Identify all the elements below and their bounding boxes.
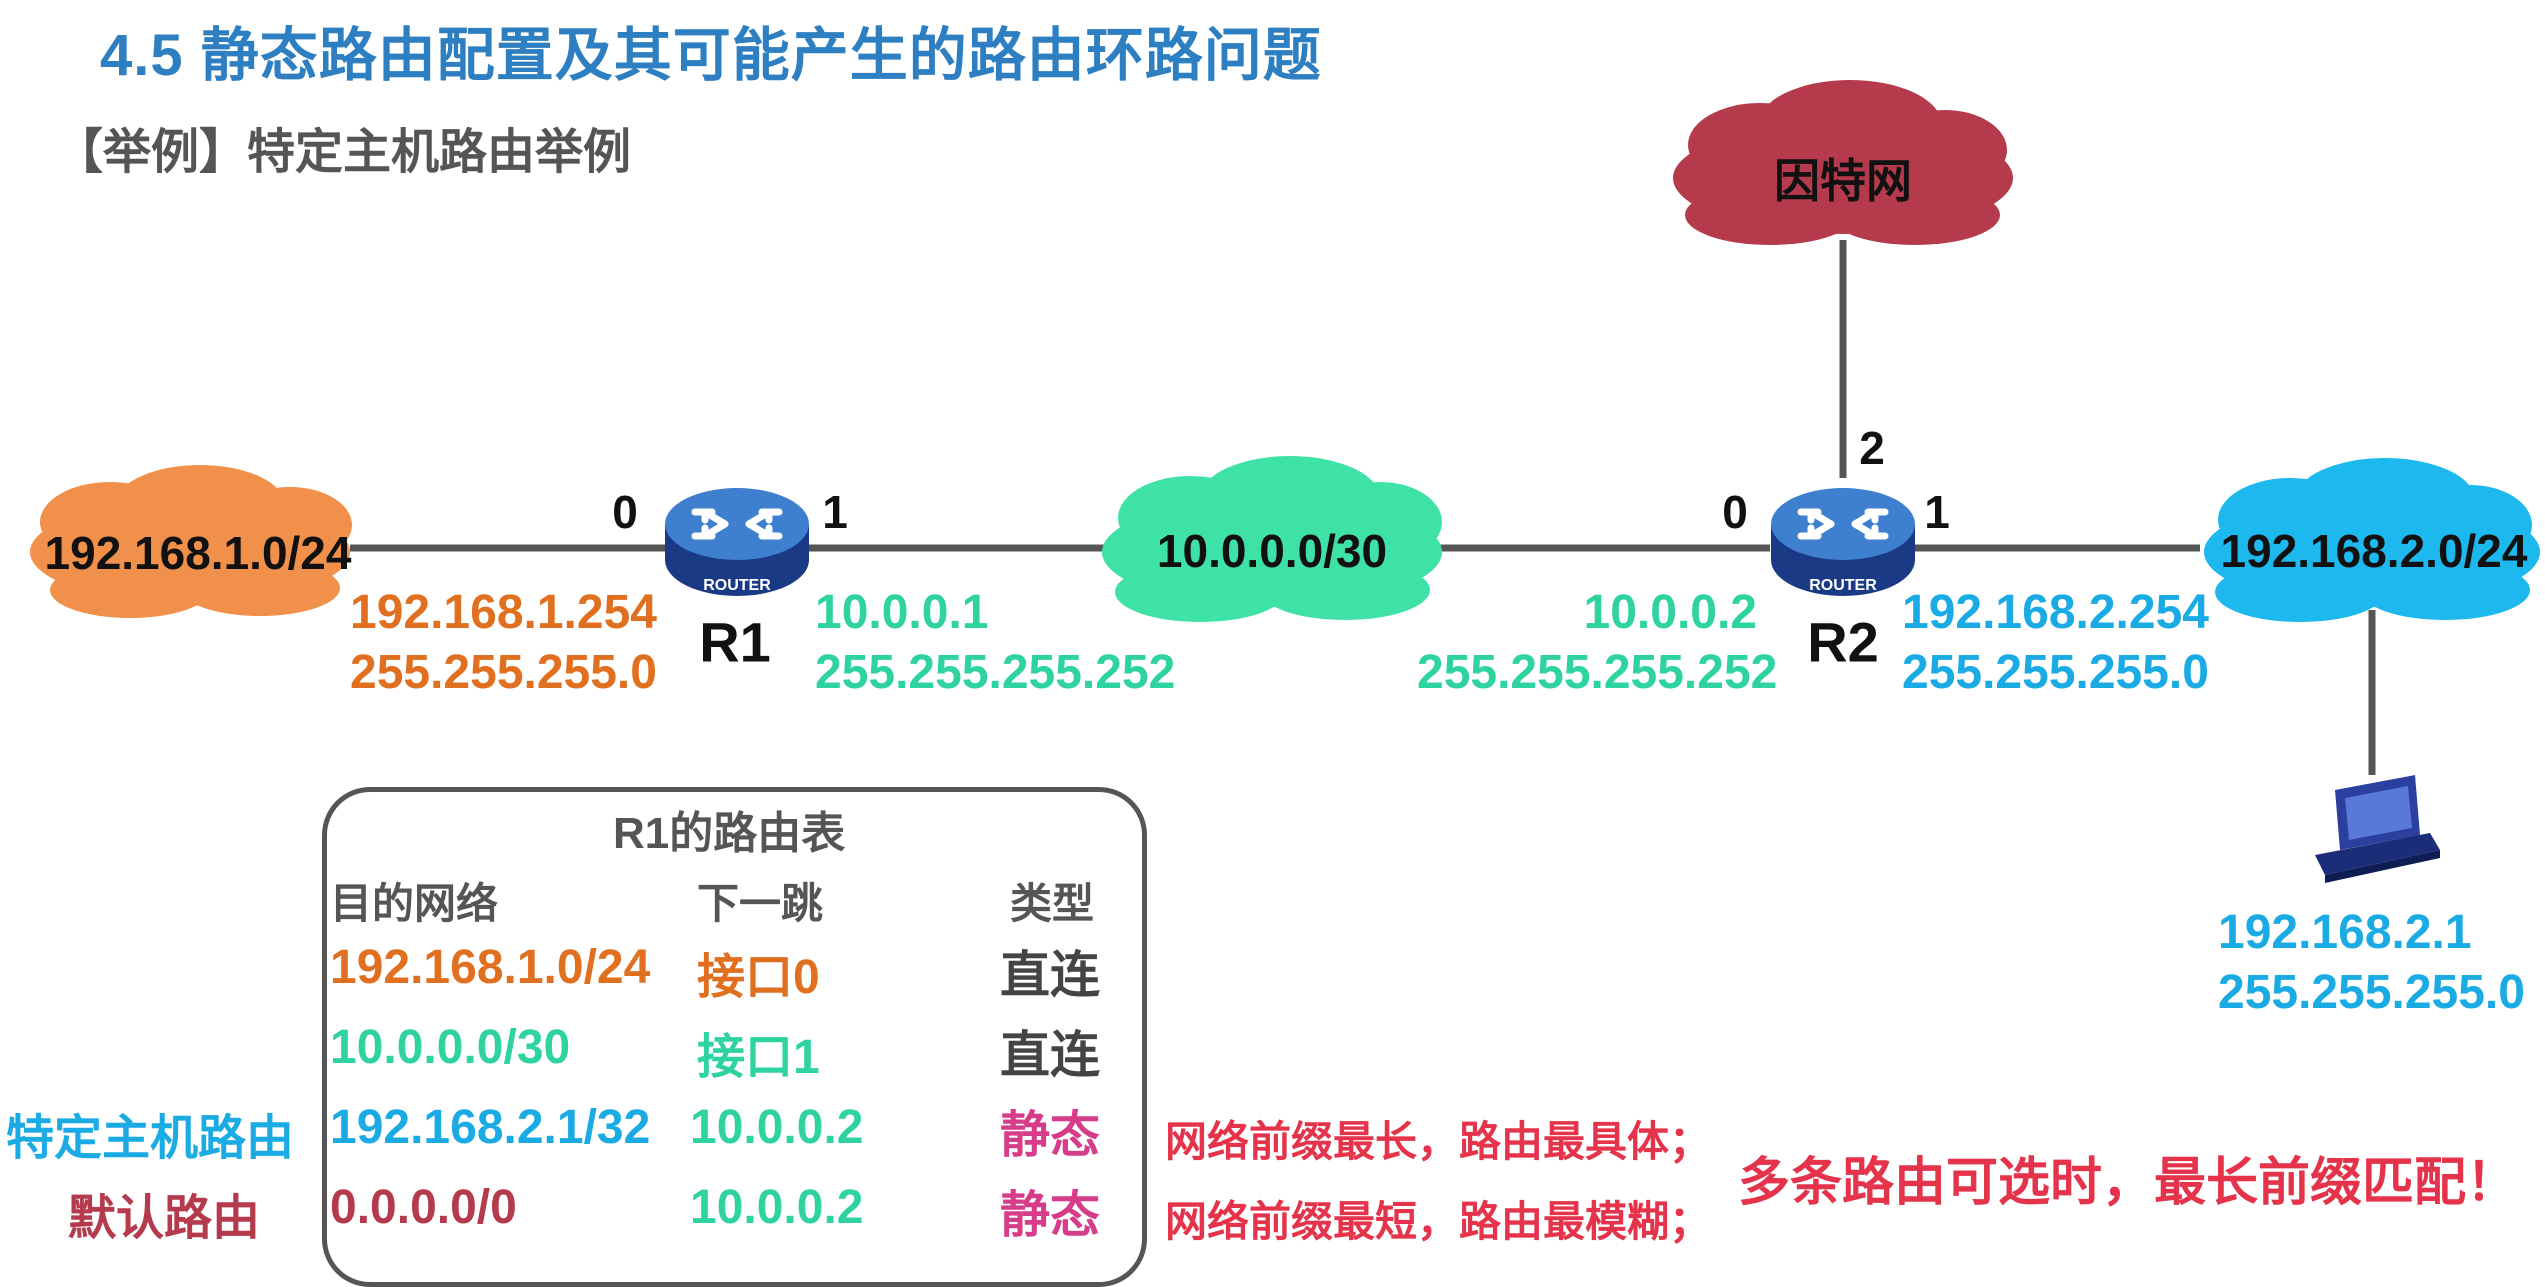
r2-port-2: 2: [1859, 422, 1885, 474]
router-r2-icon: ROUTER: [1771, 488, 1915, 596]
note-longest-prefix: 网络前缀最长，路由最具体；: [1165, 1118, 1712, 1165]
r2-port-1: 1: [1924, 486, 1950, 538]
r2-if0-ip: 10.0.0.2: [1583, 586, 1757, 639]
cloud-link-icon: [1102, 456, 1442, 622]
row-2-type: 静态: [1000, 1107, 1100, 1163]
r1-icon-text: ROUTER: [703, 577, 771, 594]
row-0-destination: 192.168.1.0/24: [330, 941, 651, 994]
header-next-hop: 下一跳: [697, 880, 824, 927]
row-2-next-hop: 10.0.0.2: [690, 1101, 864, 1154]
page-title: 4.5 静态路由配置及其可能产生的路由环路问题: [100, 23, 1322, 88]
r2-port-0: 0: [1722, 486, 1748, 538]
cloud-link-label: 10.0.0.0/30: [1156, 525, 1388, 577]
router-r1-icon: ROUTER: [665, 488, 809, 596]
cloud-lan2-icon: [2204, 458, 2540, 622]
r2-if1-address: 192.168.2.254 255.255.255.0: [1902, 583, 2209, 703]
r1-if0-address: 192.168.1.254 255.255.255.0: [350, 583, 657, 703]
cloud-internet-label: 因特网: [1774, 155, 1912, 207]
router-r2-name: R2: [1807, 610, 1879, 674]
r2-if0-address: 10.0.0.2 255.255.255.252: [1417, 583, 1778, 703]
row-3-destination: 0.0.0.0/0: [330, 1181, 517, 1234]
routing-table-title: R1的路由表: [613, 809, 846, 858]
router-r1-name: R1: [699, 610, 771, 674]
row-3-next-hop: 10.0.0.2: [690, 1181, 864, 1234]
cloud-internet-icon: [1673, 80, 2013, 245]
r1-if0-ip: 192.168.1.254: [350, 586, 657, 639]
cloud-lan1-label: 192.168.1.0/24: [44, 527, 352, 579]
note-shortest-prefix: 网络前缀最短，路由最模糊；: [1165, 1198, 1712, 1245]
header-destination: 目的网络: [330, 880, 499, 927]
row-2-label: 特定主机路由: [6, 1112, 295, 1165]
cloud-lan2-label: 192.168.2.0/24: [2220, 525, 2528, 577]
host-address: 192.168.2.1 255.255.255.0: [2218, 903, 2525, 1023]
r1-if0-mask: 255.255.255.0: [350, 646, 657, 699]
r2-if1-mask: 255.255.255.0: [1902, 646, 2209, 699]
r2-if0-mask: 255.255.255.252: [1417, 646, 1778, 699]
network-diagram: ROUTER ROUTER: [30, 80, 2540, 883]
r1-if1-mask: 255.255.255.252: [815, 646, 1176, 699]
host-computer-icon: [2315, 775, 2440, 883]
row-1-next-hop: 接口1: [697, 1031, 820, 1084]
r1-port-1: 1: [822, 486, 848, 538]
cloud-lan1-icon: [30, 465, 352, 618]
r1-if1-ip: 10.0.0.1: [815, 586, 989, 639]
row-0-type: 直连: [1000, 947, 1100, 1003]
row-3-type: 静态: [1000, 1187, 1100, 1243]
r2-if1-ip: 192.168.2.254: [1902, 586, 2209, 639]
row-2-destination: 192.168.2.1/32: [330, 1101, 651, 1154]
row-1-type: 直连: [1000, 1027, 1100, 1083]
page-subtitle: 【举例】特定主机路由举例: [55, 126, 632, 179]
host-ip: 192.168.2.1: [2218, 906, 2472, 959]
r1-if1-address: 10.0.0.1 255.255.255.252: [815, 583, 1175, 703]
header-type: 类型: [1010, 880, 1095, 927]
row-0-next-hop: 接口0: [697, 951, 820, 1004]
r2-icon-text: ROUTER: [1809, 577, 1877, 594]
r1-port-0: 0: [612, 486, 638, 538]
row-1-destination: 10.0.0.0/30: [330, 1021, 571, 1074]
row-3-label: 默认路由: [68, 1192, 261, 1245]
host-mask: 255.255.255.0: [2218, 966, 2525, 1019]
note-longest-prefix-match: 多条路由可选时，最长前缀匹配！: [1738, 1154, 2519, 1212]
